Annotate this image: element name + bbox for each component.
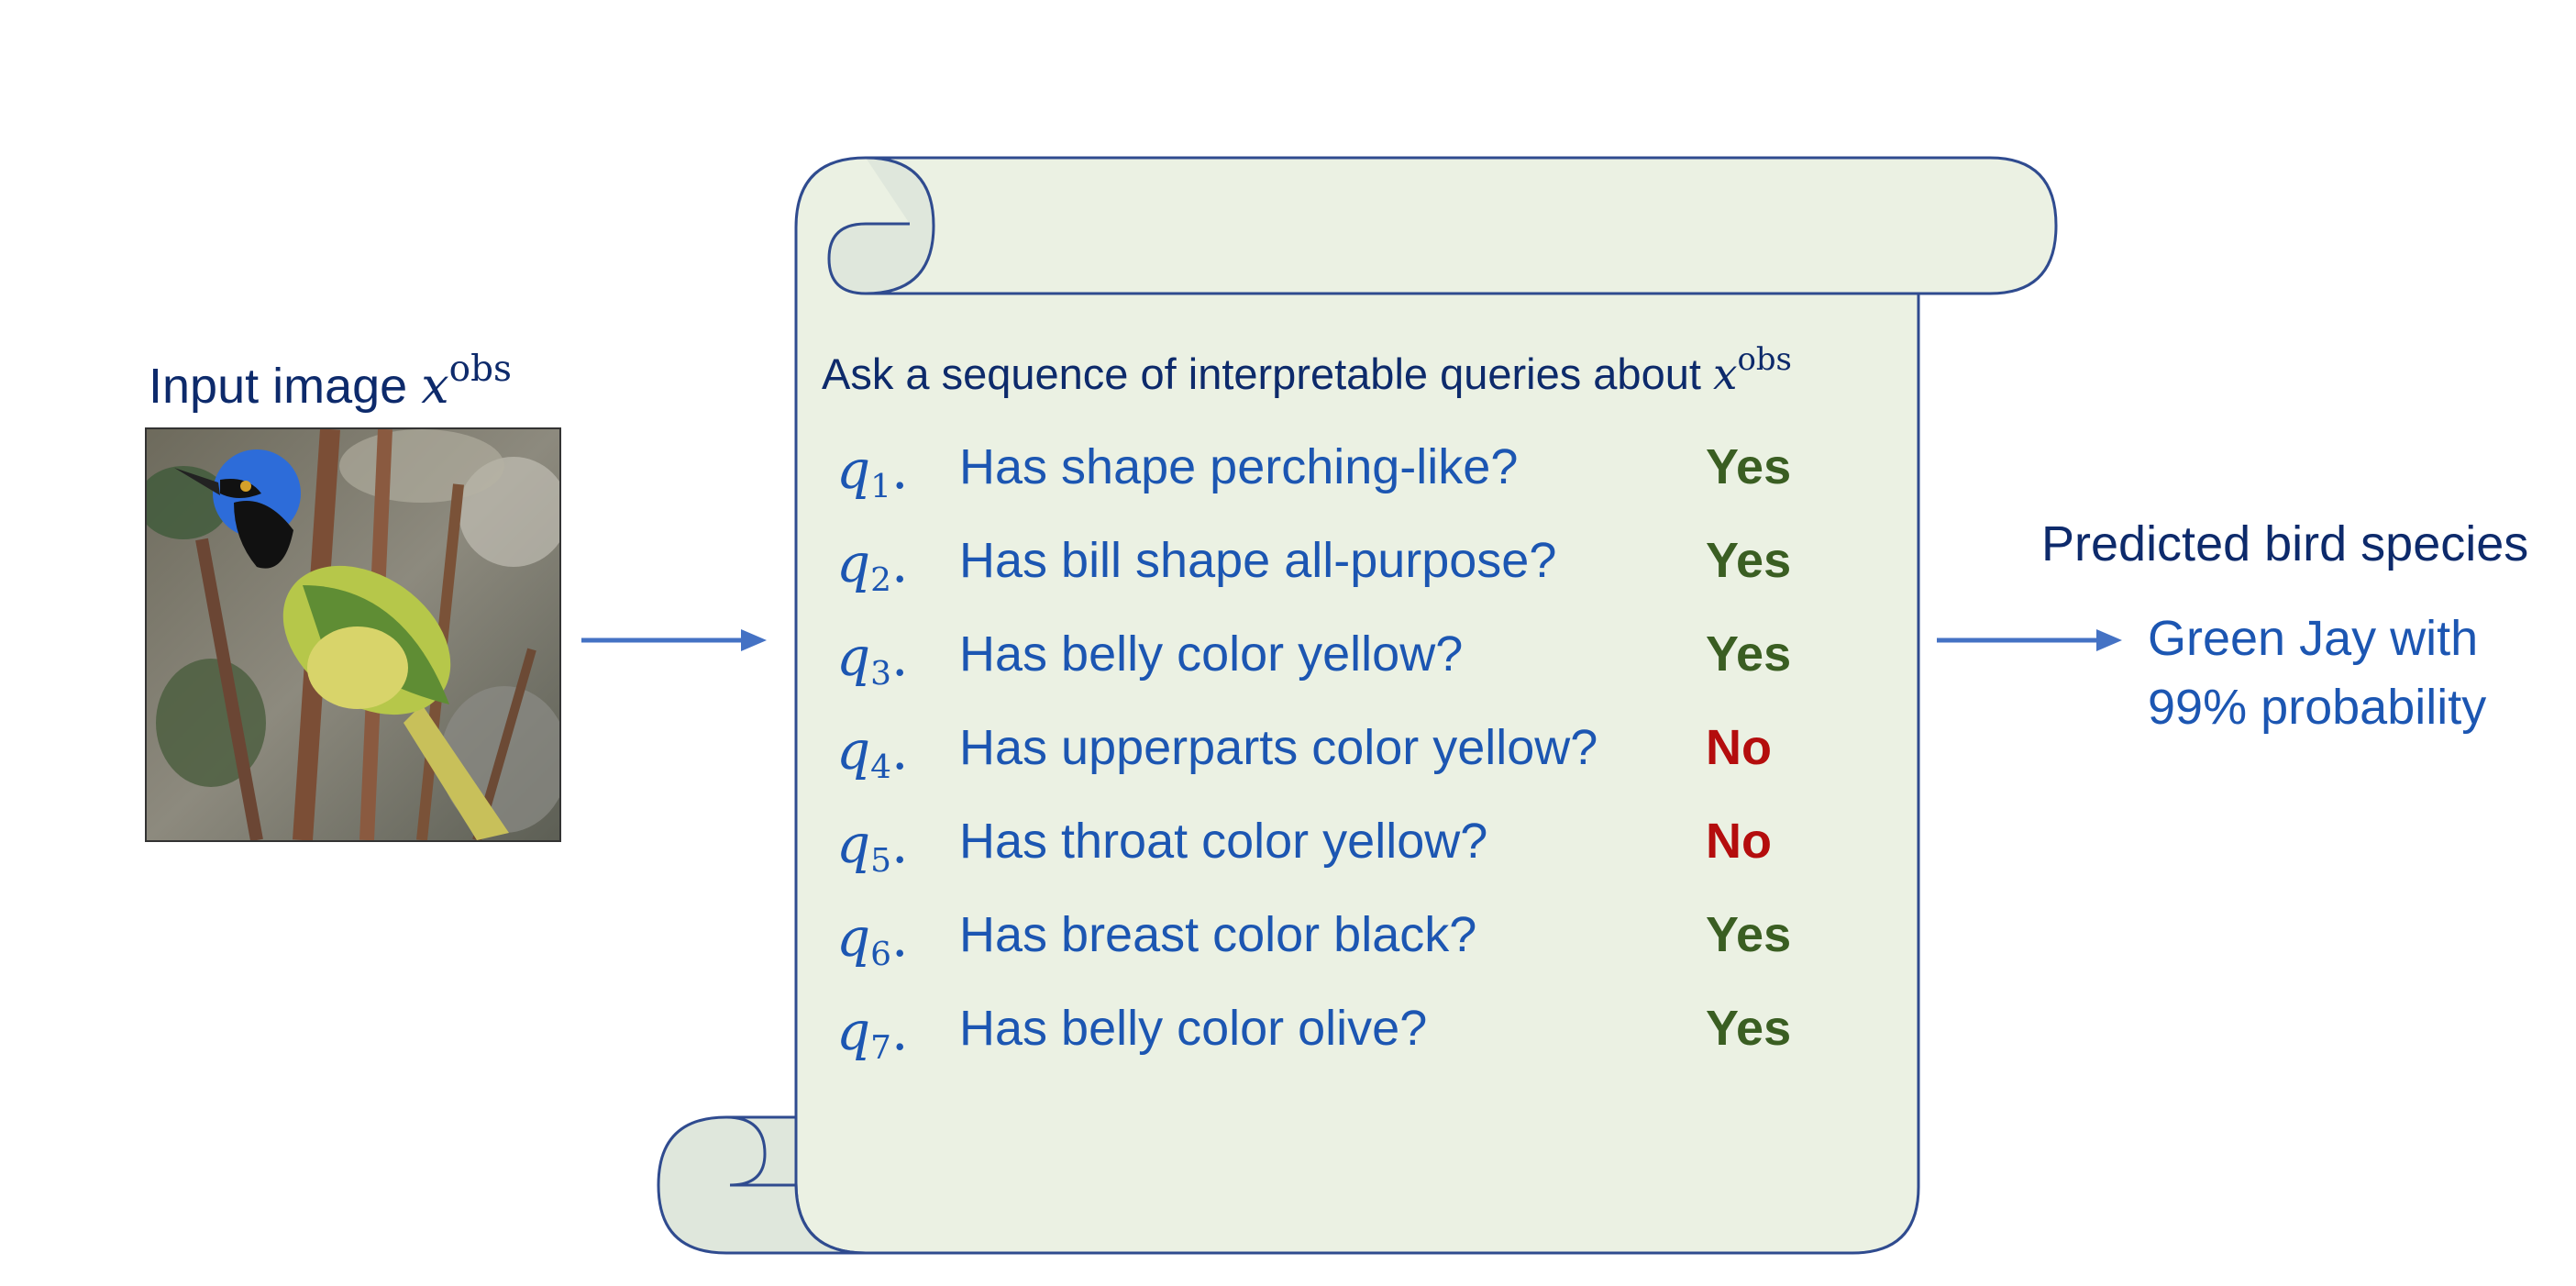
query-index: q2. <box>836 532 909 600</box>
query-symbol: q <box>836 813 871 875</box>
scroll-bottom-curl-inner <box>725 1115 796 1187</box>
prediction-result-line2: 99% probability <box>2148 680 2487 735</box>
query-index: q3. <box>836 626 909 693</box>
scroll-title: Ask a sequence of interpretable queries … <box>822 341 1792 400</box>
input-label-sup: obs <box>448 349 512 390</box>
query-answer: Yes <box>1706 626 1792 682</box>
query-row: q1. Has shape perching-like? Yes <box>0 438 2576 512</box>
query-subscript: 4 <box>870 748 892 787</box>
input-label-text: Input image <box>149 359 408 415</box>
query-row: q2. Has bill shape all-purpose? Yes <box>0 532 2576 605</box>
query-row: q6. Has breast color black? Yes <box>0 906 2576 980</box>
query-answer: Yes <box>1706 533 1792 588</box>
query-subscript: 5 <box>870 842 892 881</box>
query-text: Has belly color yellow? <box>959 626 1464 682</box>
query-symbol: q <box>836 719 871 782</box>
query-answer: No <box>1706 720 1772 775</box>
query-symbol: q <box>836 532 871 594</box>
query-symbol: q <box>836 626 871 688</box>
scroll-title-sup: obs <box>1737 341 1792 377</box>
query-subscript: 1 <box>870 468 892 506</box>
query-answer: Yes <box>1706 1001 1792 1056</box>
query-text: Has upperparts color yellow? <box>959 720 1598 775</box>
query-index: q1. <box>836 438 909 506</box>
query-row: q4. Has upperparts color yellow? No <box>0 719 2576 793</box>
query-symbol: q <box>836 906 871 969</box>
query-text: Has shape perching-like? <box>959 439 1519 494</box>
output-arrow-head <box>2096 629 2122 651</box>
input-label-var: x <box>421 357 449 416</box>
query-subscript: 2 <box>870 561 892 600</box>
prediction-result-line1: Green Jay with <box>2148 611 2479 666</box>
scroll-title-var: x <box>1712 349 1738 400</box>
query-row: q3. Has belly color yellow? Yes <box>0 626 2576 699</box>
query-text: Has throat color yellow? <box>959 814 1488 869</box>
query-subscript: 7 <box>870 1029 892 1068</box>
query-text: Has belly color olive? <box>959 1001 1428 1056</box>
query-index: q7. <box>836 1000 909 1068</box>
query-answer: No <box>1706 814 1772 869</box>
query-subscript: 6 <box>870 936 892 974</box>
query-symbol: q <box>836 438 871 501</box>
query-row: q7. Has belly color olive? Yes <box>0 1000 2576 1073</box>
query-subscript: 3 <box>870 655 892 693</box>
input-arrow-head <box>741 629 767 651</box>
query-text: Has breast color black? <box>959 907 1477 962</box>
bird-photo <box>145 427 561 842</box>
query-answer: Yes <box>1706 439 1792 494</box>
query-index: q6. <box>836 906 909 974</box>
green-jay-illustration <box>147 429 559 840</box>
query-row: q5. Has throat color yellow? No <box>0 813 2576 886</box>
scroll-body <box>794 156 2058 1255</box>
query-symbol: q <box>836 1000 871 1062</box>
query-index: q4. <box>836 719 909 787</box>
query-text: Has bill shape all-purpose? <box>959 533 1557 588</box>
input-image-label: Input image xobs <box>149 349 512 415</box>
query-index: q5. <box>836 813 909 881</box>
scroll-title-text: Ask a sequence of interpretable queries … <box>822 349 1701 398</box>
prediction-label: Predicted bird species <box>2041 516 2529 571</box>
query-answer: Yes <box>1706 907 1792 962</box>
